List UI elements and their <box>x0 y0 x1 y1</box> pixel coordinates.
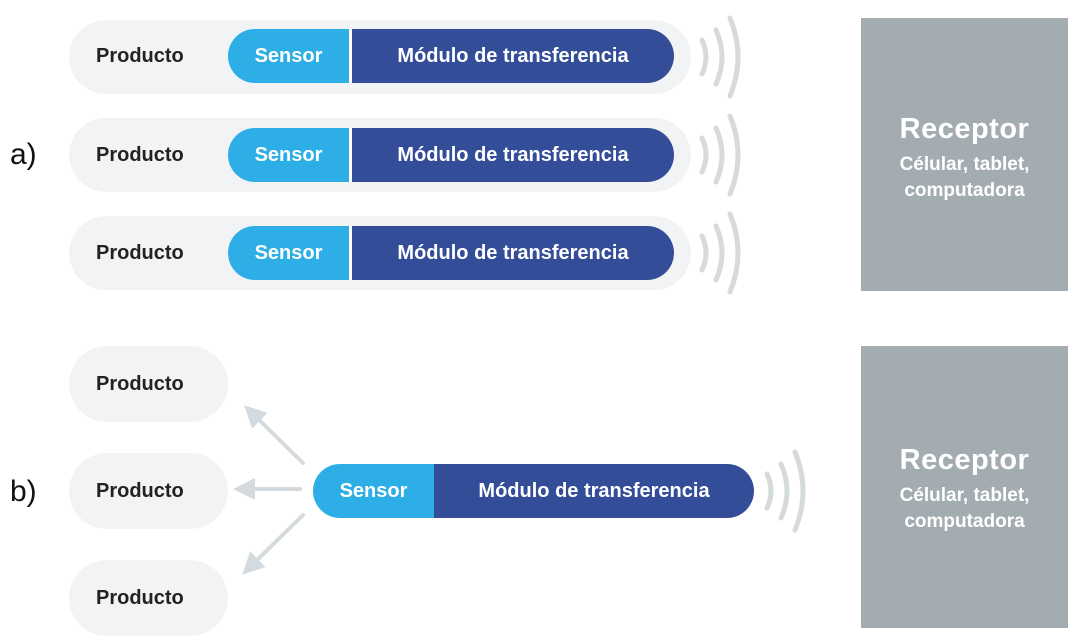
signal-waves-icon <box>699 113 741 197</box>
receptor-box: Receptor Célular, tablet, computadora <box>861 346 1068 628</box>
section-b-label: b) <box>10 475 37 508</box>
arrows-to-products <box>233 405 305 575</box>
section-a-label: a) <box>10 138 37 171</box>
module-block: Módulo de transferencia <box>434 464 754 518</box>
device-sensor-module: Sensor Módulo de transferencia <box>313 464 754 518</box>
device-sensor-module: Sensor Módulo de transferencia <box>228 29 674 83</box>
product-label: Producto <box>96 373 184 395</box>
sensor-block: Sensor <box>228 226 349 280</box>
arrow-down-left-icon <box>242 513 305 575</box>
receptor-subtitle: computadora <box>904 180 1025 201</box>
sensor-block: Sensor <box>228 29 349 83</box>
product-label: Producto <box>96 45 184 67</box>
product-label: Producto <box>96 480 184 502</box>
product-pill <box>69 560 228 636</box>
divider <box>349 128 352 182</box>
product-label: Producto <box>96 144 184 166</box>
device-sensor-module: Sensor Módulo de transferencia <box>228 226 674 280</box>
product-label: Producto <box>96 242 184 264</box>
product-pill <box>69 453 228 529</box>
receptor-subtitle: computadora <box>904 511 1025 532</box>
module-block: Módulo de transferencia <box>352 128 674 182</box>
sensor-block: Sensor <box>228 128 349 182</box>
module-block: Módulo de transferencia <box>352 29 674 83</box>
divider <box>349 29 352 83</box>
receptor-subtitle: Célular, tablet, <box>899 485 1030 506</box>
sensor-block: Sensor <box>313 464 434 518</box>
receptor-subtitle: Célular, tablet, <box>899 154 1030 175</box>
signal-waves-icon <box>699 211 741 295</box>
product-pill <box>69 346 228 422</box>
receptor-box: Receptor Célular, tablet, computadora <box>861 18 1068 291</box>
arrow-up-left-icon <box>244 405 305 465</box>
module-block: Módulo de transferencia <box>352 226 674 280</box>
receptor-title: Receptor <box>899 113 1030 145</box>
product-label: Producto <box>96 587 184 609</box>
signal-waves-icon <box>699 15 741 99</box>
signal-waves-icon <box>764 449 806 533</box>
receptor-title: Receptor <box>899 444 1030 476</box>
divider <box>349 226 352 280</box>
device-sensor-module: Sensor Módulo de transferencia <box>228 128 674 182</box>
